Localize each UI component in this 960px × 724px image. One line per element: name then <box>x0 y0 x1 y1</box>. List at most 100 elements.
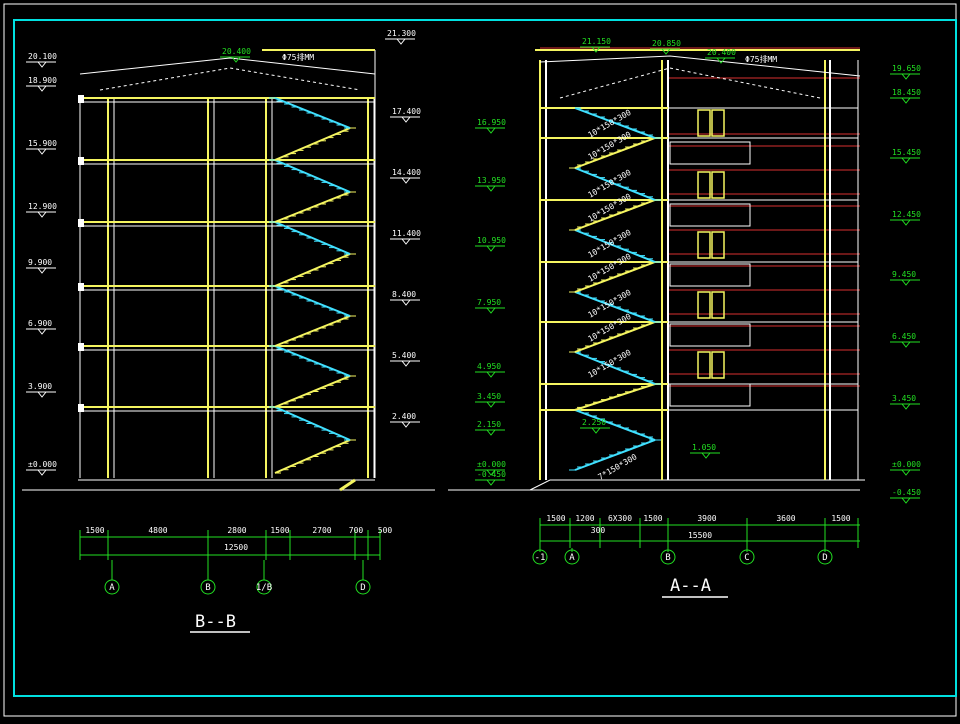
elevation-left-5-triangle <box>37 328 47 335</box>
roof-outline <box>79 57 376 75</box>
window-a-3 <box>697 291 711 319</box>
slab-end-5 <box>78 95 84 103</box>
roof-right <box>539 55 861 77</box>
axis-label-left-2: 1/B <box>256 583 272 593</box>
elevation-a-inner-1-triangle <box>701 452 711 459</box>
dim-left-4: 2700 <box>312 526 331 535</box>
elevation-a-top-0-triangle <box>591 46 601 53</box>
elevation-a-right-6-triangle <box>901 403 911 410</box>
roof-truss-right <box>559 67 821 99</box>
elevation-right-1-triangle <box>401 177 411 184</box>
balcony-1 <box>669 203 751 227</box>
axis-bubble-right-4 <box>817 549 833 565</box>
axis-bubble-right-0 <box>532 549 548 565</box>
elevation-a-top-2: 20.400 <box>707 48 736 57</box>
balcony-0 <box>669 141 751 165</box>
elevation-a-left-3-triangle <box>486 307 496 314</box>
elevation-roof-left: 20.400 <box>222 47 251 56</box>
elevation-right-5: 2.400 <box>392 412 416 421</box>
section-b-b-structure <box>22 49 435 492</box>
elevation-a-left-1-triangle <box>486 185 496 192</box>
elevation-a-left-2-triangle <box>486 245 496 252</box>
dim-left-2: 2800 <box>227 526 246 535</box>
elevation-right-5-triangle <box>401 421 411 428</box>
elevation-a-right-8: -0.450 <box>892 488 921 497</box>
elevation-top-left-triangle <box>396 38 406 45</box>
slab-end-0 <box>78 404 84 412</box>
elevation-a-left-7-triangle <box>486 469 496 476</box>
axis-label-right-1: A <box>569 553 575 563</box>
window-b-2 <box>711 231 725 259</box>
slab-end-2 <box>78 283 84 291</box>
axis-label-right-4: D <box>822 553 827 563</box>
elevation-left-1: 18.900 <box>28 76 57 85</box>
elevation-left-6-triangle <box>37 391 47 398</box>
dim-right-4: 3900 <box>697 514 716 523</box>
pipe-label-left: Φ75排MM <box>282 52 314 62</box>
elevation-a-left-8: -0.450 <box>477 470 506 479</box>
elevation-a-left-5-triangle <box>486 401 496 408</box>
window-a-0 <box>697 109 711 137</box>
elevation-a-top-2-triangle <box>716 57 726 64</box>
elevation-left-6: 3.900 <box>28 382 52 391</box>
elevation-right-2: 11.400 <box>392 229 421 238</box>
elevation-a-left-1: 13.950 <box>477 176 506 185</box>
dim-right-5: 3600 <box>776 514 795 523</box>
elevation-a-top-0: 21.150 <box>582 37 611 46</box>
section-a-a-structure <box>448 47 865 491</box>
elevation-left-4: 9.900 <box>28 258 52 267</box>
ground-slab-right <box>529 479 865 491</box>
stair-label-low: 7*150*300 <box>597 452 639 482</box>
elevation-a-inner-0: 2.250 <box>582 418 606 427</box>
section-title-a-a: A--A <box>670 576 711 596</box>
elevation-a-right-1: 18.450 <box>892 88 921 97</box>
slab-end-3 <box>78 219 84 227</box>
elevation-a-left-6: 2.150 <box>477 420 501 429</box>
elevation-right-2-triangle <box>401 238 411 245</box>
axis-bubble-left-2 <box>256 579 272 595</box>
axis-label-left-3: D <box>360 583 365 593</box>
axis-bubble-right-1 <box>564 549 580 565</box>
dim-left-1: 4800 <box>148 526 167 535</box>
elevation-right-4: 5.400 <box>392 351 416 360</box>
elevation-a-right-5-triangle <box>901 341 911 348</box>
axis-label-left-1: B <box>205 583 210 593</box>
axis-label-right-0: -1 <box>535 553 546 563</box>
stair-base <box>339 478 356 492</box>
stair-label-8: 10*150*300 <box>587 348 633 380</box>
balcony-3 <box>669 323 751 347</box>
elevation-a-right-3: 12.450 <box>892 210 921 219</box>
elevation-a-right-4-triangle <box>901 279 911 286</box>
elevation-left-4-triangle <box>37 267 47 274</box>
drawing-frame-outer <box>3 3 957 717</box>
dim-total-right: 15500 <box>688 531 712 540</box>
elevation-right-3: 8.400 <box>392 290 416 299</box>
elevation-a-right-8-triangle <box>901 497 911 504</box>
axis-bubble-left-3 <box>355 579 371 595</box>
elevation-a-right-5: 6.450 <box>892 332 916 341</box>
window-b-3 <box>711 291 725 319</box>
elevation-a-left-5: 3.450 <box>477 392 501 401</box>
elevation-a-top-1: 20.850 <box>652 39 681 48</box>
dim-right-2: 6X300 <box>608 514 632 523</box>
dim-sub-right: 300 <box>591 526 606 535</box>
axis-label-right-2: B <box>665 553 670 563</box>
elevation-left-0-triangle <box>37 61 47 68</box>
dim-right-6: 1500 <box>831 514 850 523</box>
elevation-a-top-1-triangle <box>661 48 671 55</box>
elevation-a-right-3-triangle <box>901 219 911 226</box>
elevation-roof-left-triangle <box>231 56 241 63</box>
elevation-a-left-8-triangle <box>486 479 496 486</box>
axis-label-left-0: A <box>109 583 115 593</box>
axis-bubble-left-1 <box>200 579 216 595</box>
elevation-a-right-7: ±0.000 <box>892 460 921 469</box>
dim-left-6: 500 <box>378 526 393 535</box>
elevation-left-0: 20.100 <box>28 52 57 61</box>
elevation-left-3: 12.900 <box>28 202 57 211</box>
window-a-2 <box>697 231 711 259</box>
elevation-right-4-triangle <box>401 360 411 367</box>
section-b-b-annotations: 20.10018.90015.90012.9009.9006.9003.900±… <box>26 29 421 595</box>
pipe-label-right: Φ75排MM <box>745 54 777 64</box>
